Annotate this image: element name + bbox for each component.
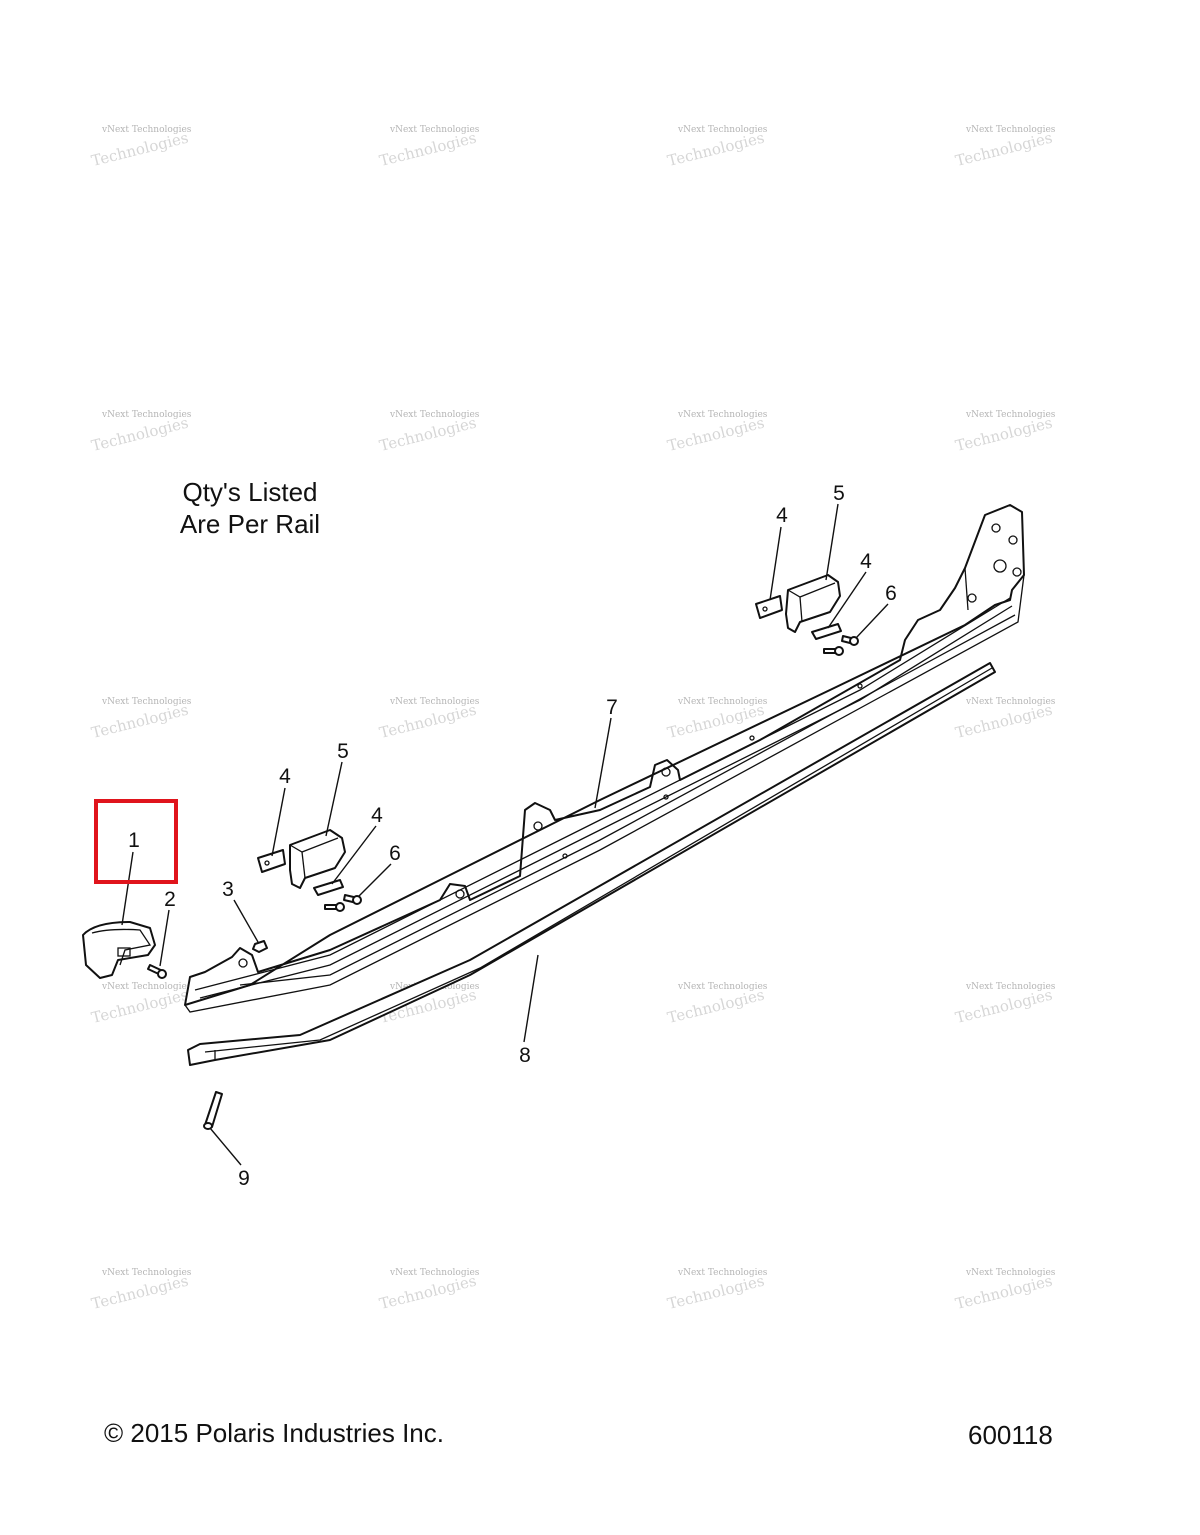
callout-1[interactable]: 1 bbox=[128, 829, 140, 852]
leader-lines bbox=[121, 503, 889, 1166]
callout-6-front[interactable]: 6 bbox=[389, 842, 401, 865]
callout-4-front-right[interactable]: 4 bbox=[371, 804, 383, 827]
callout-4-rear-right[interactable]: 4 bbox=[860, 550, 872, 573]
callout-6-rear[interactable]: 6 bbox=[885, 582, 897, 605]
quantity-note-line-2: Are Per Rail bbox=[179, 509, 321, 539]
watermark-text: vNext Technologies bbox=[965, 410, 1056, 420]
callout-9[interactable]: 9 bbox=[238, 1167, 250, 1190]
callout-7[interactable]: 7 bbox=[606, 696, 618, 719]
watermark-text: vNext Technologies bbox=[677, 410, 768, 420]
watermark-text: vNext Technologies bbox=[101, 410, 192, 420]
watermark-text: vNext Technologies bbox=[965, 125, 1056, 135]
copyright-text: © 2015 Polaris Industries Inc. bbox=[104, 1418, 444, 1448]
figure-number: 600118 bbox=[968, 1420, 1053, 1450]
callout-4-rear-left[interactable]: 4 bbox=[776, 504, 788, 527]
callout-5-rear[interactable]: 5 bbox=[833, 482, 845, 505]
watermark-text: vNext Technologies bbox=[389, 410, 480, 420]
callout-8[interactable]: 8 bbox=[519, 1044, 531, 1067]
watermark-text: vNext Technologies bbox=[677, 982, 768, 992]
watermark-text: vNext Technologies bbox=[101, 697, 192, 707]
callout-highlight-box bbox=[94, 799, 178, 884]
watermark-text: vNext Technologies bbox=[101, 982, 192, 992]
watermark-text: vNext Technologies bbox=[677, 125, 768, 135]
callout-2[interactable]: 2 bbox=[164, 888, 176, 911]
quantity-note-line-1: Qty's Listed bbox=[182, 477, 318, 507]
watermark-text: vNext Technologies bbox=[677, 697, 768, 707]
quantity-note: Qty's Listed Are Per Rail bbox=[160, 476, 340, 540]
rail-assembly bbox=[82, 504, 1025, 1130]
watermark-text: vNext Technologies bbox=[965, 697, 1056, 707]
watermark-text: vNext Technologies bbox=[389, 1268, 480, 1278]
watermark-text: vNext Technologies bbox=[101, 125, 192, 135]
watermark-text: vNext Technologies bbox=[389, 697, 480, 707]
callout-5-front[interactable]: 5 bbox=[337, 740, 349, 763]
callout-3[interactable]: 3 bbox=[222, 878, 234, 901]
watermark-text: vNext Technologies bbox=[101, 1268, 192, 1278]
watermark-text: vNext Technologies bbox=[965, 982, 1056, 992]
callout-4-front-left[interactable]: 4 bbox=[279, 765, 291, 788]
watermark-text: vNext Technologies bbox=[677, 1268, 768, 1278]
watermark-text: vNext Technologies bbox=[965, 1268, 1056, 1278]
callout-labels: 1 2 3 4 5 4 6 4 5 4 6 7 8 9 bbox=[128, 482, 897, 1190]
watermark-text: vNext Technologies bbox=[389, 125, 480, 135]
